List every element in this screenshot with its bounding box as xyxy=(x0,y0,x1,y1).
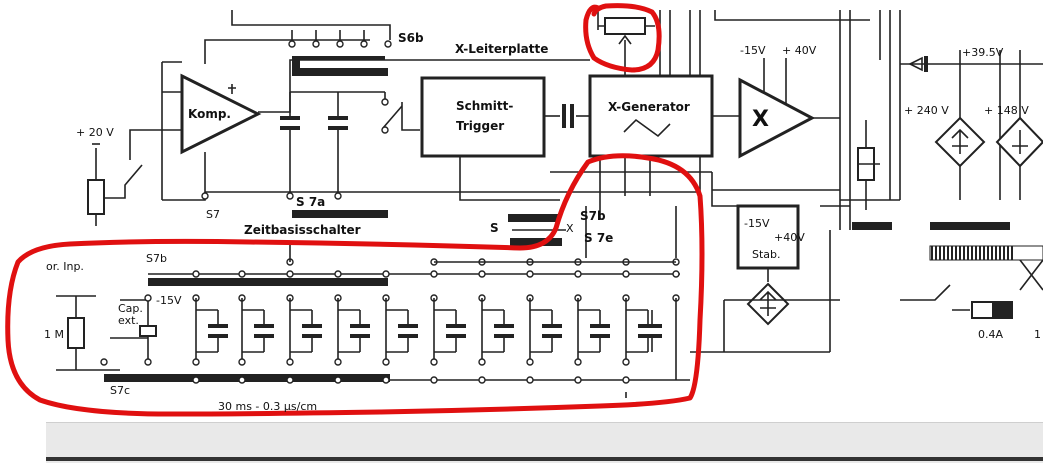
text-labels: S6b X-Leiterplatte Komp. + 20 V Schmitt-… xyxy=(44,31,1041,413)
label-cap: Cap. xyxy=(118,302,143,315)
red-circle-potentiometer xyxy=(583,3,662,73)
capacitor-columns xyxy=(100,242,680,398)
label-neg15v-left: -15V xyxy=(156,294,182,307)
comparator xyxy=(180,73,262,155)
label-x-small: X xyxy=(566,222,574,235)
label-komp: Komp. xyxy=(188,107,231,121)
label-s7: S7 xyxy=(206,208,220,221)
label-s7b-right: S7b xyxy=(580,209,606,223)
label-schmitt-1: Schmitt- xyxy=(456,99,513,113)
red-outline-capacitor-bank xyxy=(5,153,705,417)
label-pos40v-top: + 40V xyxy=(782,44,817,57)
label-stab: Stab. xyxy=(752,248,781,261)
switch-s7a-bar xyxy=(201,192,388,218)
label-hor-input: or. Inp. xyxy=(46,260,84,273)
label-s7c: S7c xyxy=(110,384,130,397)
x-generator-box xyxy=(588,74,714,158)
label-stab-neg15v: -15V xyxy=(744,217,770,230)
label-schmitt-2: Trigger xyxy=(456,119,504,133)
stabilizer-box xyxy=(736,204,800,326)
label-s: S xyxy=(490,221,499,235)
label-pos240v: + 240 V xyxy=(904,104,949,117)
label-pos39v5: +39.5V xyxy=(962,46,1004,59)
label-x-leiterplatte: X-Leiterplatte xyxy=(455,42,548,56)
label-stab-pos40v: +40V xyxy=(774,231,805,244)
label-s7a: S 7a xyxy=(296,195,325,209)
label-range: 30 ms - 0.3 µs/cm xyxy=(218,400,317,413)
left-supply xyxy=(87,129,420,226)
label-neg15v-top: -15V xyxy=(740,44,766,57)
switch-s6b xyxy=(288,30,392,76)
timing-capacitors xyxy=(280,91,420,192)
label-s7b-left: S7b xyxy=(146,252,167,265)
label-plus20v: + 20 V xyxy=(76,126,114,139)
label-pos148v: + 148 V xyxy=(984,104,1029,117)
label-s7e: S 7e xyxy=(584,231,613,245)
label-x-amp: X xyxy=(752,107,769,132)
power-supply-right xyxy=(852,56,1043,319)
potentiometer-top xyxy=(598,17,655,58)
schmitt-trigger-box xyxy=(420,76,590,158)
label-1m: 1 M xyxy=(44,328,64,341)
x-amplifier xyxy=(712,58,840,159)
viewer-bottom-line xyxy=(46,457,1043,461)
label-ext: ext. xyxy=(118,314,139,327)
middle-wiring xyxy=(420,156,900,353)
label-one-right: 1 xyxy=(1034,328,1041,341)
label-s6b: S6b xyxy=(398,31,424,45)
viewer-bottom-bar xyxy=(46,422,1043,463)
label-zeitbasisschalter: Zeitbasisschalter xyxy=(244,223,361,237)
capacitor-bank xyxy=(56,273,690,382)
label-fuse: 0.4A xyxy=(978,328,1003,341)
red-annotations xyxy=(5,3,705,417)
label-x-generator: X-Generator xyxy=(608,100,690,114)
